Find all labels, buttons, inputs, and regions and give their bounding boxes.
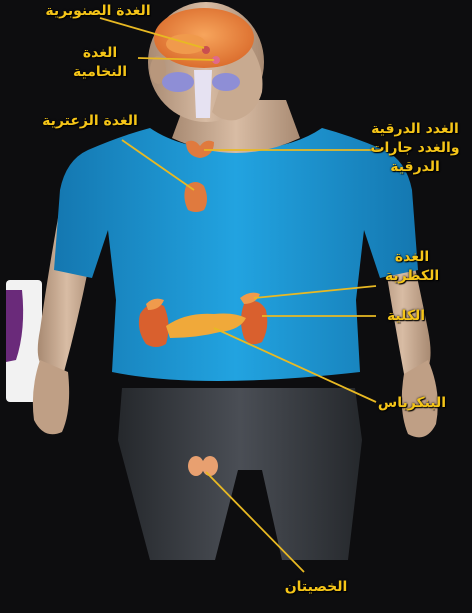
brain-lobe — [166, 34, 206, 54]
testis-right — [202, 456, 218, 476]
label-testes: الخصيتان — [270, 578, 362, 597]
cerebellum-left — [162, 72, 194, 92]
label-thyroid: الغدد الدرقية والغدد جارات الدرقية — [362, 120, 468, 177]
brainstem — [194, 70, 212, 118]
label-thymus: الغدة الزعترية — [30, 112, 150, 131]
testis-left — [188, 456, 204, 476]
label-kidney: الكلية — [376, 307, 436, 326]
label-pineal: الغدة الصنوبرية — [28, 2, 168, 21]
left-hand — [33, 360, 69, 434]
cerebellum-right — [212, 73, 240, 91]
label-pituitary: الغدة النخامية — [60, 44, 140, 82]
kidney-right — [241, 301, 267, 344]
label-adrenal: الغدة الكظرية — [372, 248, 452, 286]
label-pancreas: البنكرياس — [370, 394, 454, 413]
